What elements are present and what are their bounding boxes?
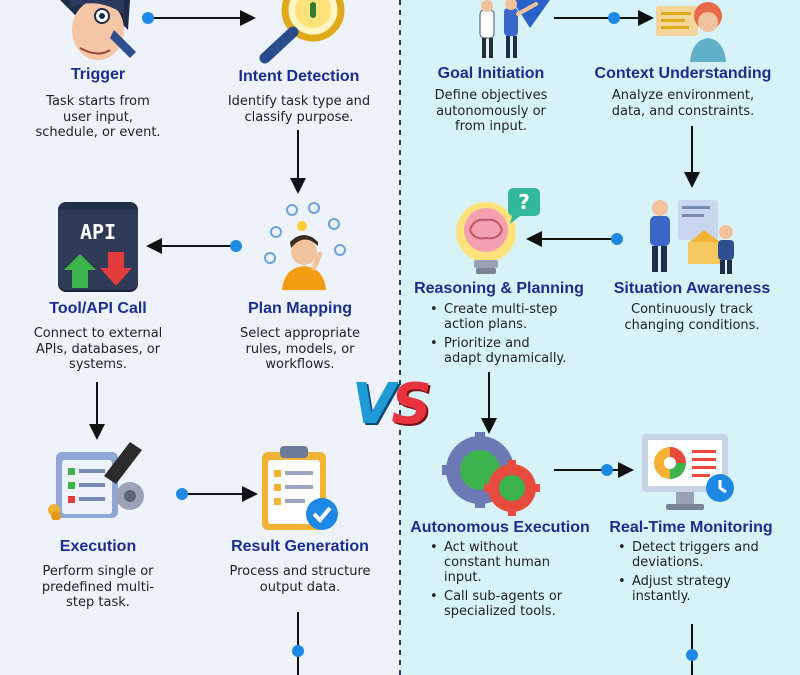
autonomous-bullet-2: Call sub-agents or specialized tools. — [430, 589, 590, 619]
reasoning-bullet-2: Prioritize and adapt dynamically. — [430, 336, 590, 366]
monitoring-screen-icon — [642, 434, 734, 510]
arrow-monitoring-down — [686, 624, 698, 675]
autonomous-execution-bullets: Act without constant human input. Call s… — [430, 540, 590, 623]
plan-mapping-desc: Select appropriate rules, models, or wor… — [240, 326, 360, 372]
question-mark-glyph: ? — [518, 190, 530, 214]
real-time-monitoring-bullets: Detect triggers and deviations. Adjust s… — [618, 540, 788, 608]
result-generation-desc: Process and structure output data. — [229, 564, 371, 595]
monitoring-bullet-1: Detect triggers and deviations. — [618, 540, 788, 570]
autonomous-execution-title: Autonomous Execution — [410, 519, 590, 536]
plan-mapping-person-icon — [264, 202, 346, 290]
result-generation-title: Result Generation — [231, 538, 369, 555]
api-label: API — [79, 220, 117, 244]
monitoring-bullet-2: Adjust strategy instantly. — [618, 574, 788, 604]
traditional-workflow-panel — [0, 0, 400, 675]
autonomous-bullet-1: Act without constant human input. — [430, 540, 590, 585]
situation-awareness-title: Situation Awareness — [613, 280, 771, 297]
center-divider — [399, 0, 401, 675]
plan-mapping-title: Plan Mapping — [248, 300, 352, 317]
arrow-result-down — [292, 612, 304, 675]
intent-detection-desc: Identify task type and classify purpose. — [227, 94, 371, 125]
trigger-desc: Task starts from user input, schedule, o… — [35, 94, 161, 140]
tool-api-call-title: Tool/API Call — [49, 300, 147, 317]
api-panel-icon: API — [58, 202, 138, 290]
reasoning-bullet-1: Create multi-step action plans. — [430, 302, 590, 332]
reasoning-planning-bullets: Create multi-step action plans. Prioriti… — [430, 302, 590, 370]
up-down-arrows-icon — [64, 252, 132, 288]
execution-desc: Perform single or predefined multi- step… — [41, 564, 155, 610]
intent-magnifier-icon — [259, 0, 345, 64]
reasoning-planning-title: Reasoning & Planning — [414, 280, 584, 297]
autonomous-gears-icon — [442, 432, 540, 516]
real-time-monitoring-title: Real-Time Monitoring — [609, 519, 773, 536]
execution-checklist-icon — [48, 442, 144, 520]
vs-badge: VS — [352, 372, 432, 437]
trigger-person-icon — [60, 0, 136, 60]
goal-initiation-title: Goal Initiation — [437, 65, 545, 82]
context-person-icon — [656, 2, 726, 62]
arrow-execution-to-result — [176, 486, 258, 502]
trigger-title: Trigger — [70, 66, 126, 83]
reasoning-bulb-brain-icon: ? — [456, 188, 540, 274]
arrow-autonomous-to-monitoring — [554, 462, 634, 478]
situation-awareness-desc: Continuously track changing conditions. — [624, 302, 760, 333]
context-understanding-desc: Analyze environment, data, and constrain… — [611, 88, 755, 119]
goal-initiation-desc: Define objectives autonomously or from i… — [434, 88, 548, 134]
intent-detection-title: Intent Detection — [238, 68, 360, 85]
arrow-trigger-to-intent — [142, 10, 256, 26]
arrow-situation-to-reasoning — [526, 231, 623, 247]
arrow-plan-to-tool — [146, 238, 242, 254]
situation-awareness-people-icon — [650, 200, 734, 274]
execution-title: Execution — [59, 538, 137, 555]
result-clipboard-icon — [262, 446, 338, 530]
vs-v: V — [352, 372, 395, 437]
vs-s: S — [391, 372, 431, 437]
context-understanding-title: Context Understanding — [594, 65, 772, 82]
tool-api-call-desc: Connect to external APIs, databases, or … — [33, 326, 163, 372]
arrow-goal-to-context — [554, 10, 654, 26]
goal-team-icon — [479, 0, 550, 58]
